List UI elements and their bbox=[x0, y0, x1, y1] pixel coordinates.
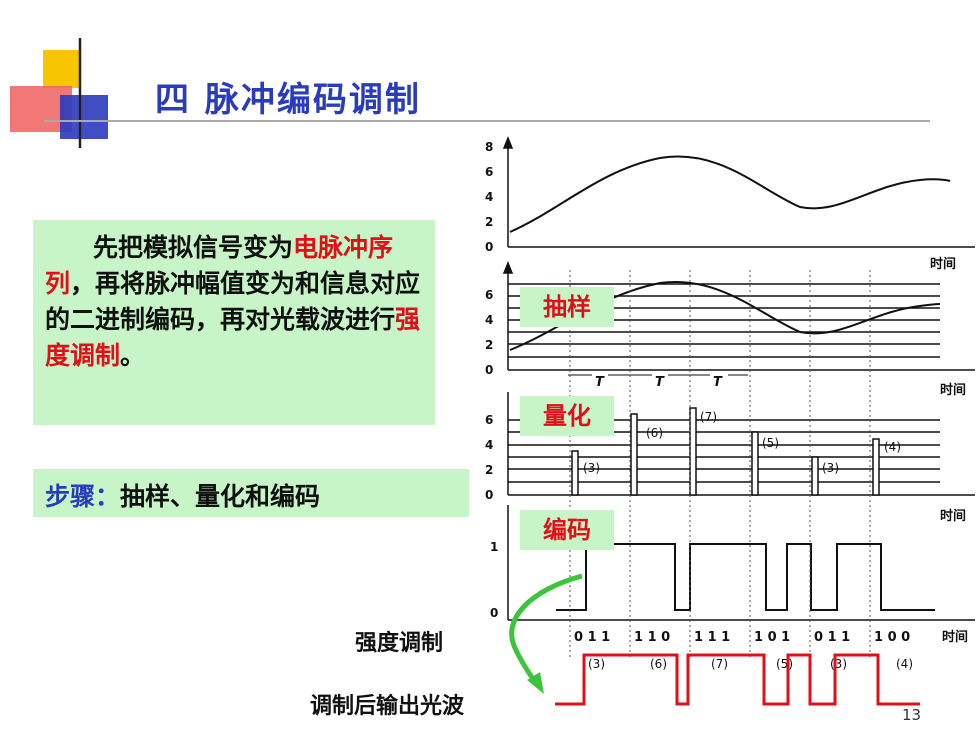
intro-text-2: ，再将脉冲幅值变为和信息对应的二进制编码，再对光载波进行 bbox=[45, 269, 421, 334]
caption-intensity-modulation: 强度调制 bbox=[355, 631, 444, 656]
level-label: (6) bbox=[646, 426, 663, 440]
level-label: (3) bbox=[583, 461, 600, 475]
time-axis-label: 时间 bbox=[940, 508, 966, 524]
steps-label: 步骤： bbox=[45, 482, 121, 511]
quantized-pulse bbox=[630, 413, 638, 496]
quant-tick: 0 bbox=[485, 488, 493, 502]
code-label: (7) bbox=[711, 657, 728, 671]
level-label: (4) bbox=[884, 440, 901, 454]
steps-box: 步骤：抽样、量化和编码 bbox=[33, 469, 469, 517]
code-label: (4) bbox=[896, 657, 913, 671]
top-tick: 0 bbox=[485, 240, 493, 254]
sample-tick: 6 bbox=[485, 288, 493, 302]
intro-highlight-modulation: 强度调制 bbox=[45, 305, 421, 370]
page-number: 13 bbox=[902, 706, 922, 724]
bit-group: 1 1 1 bbox=[694, 630, 730, 645]
period-label: T bbox=[713, 375, 723, 390]
intro-paragraph: 先把模拟信号变为电脉冲序列，再将脉冲幅值变为和信息对应的二进制编码，再对光载波进… bbox=[33, 220, 435, 425]
quant-tick: 2 bbox=[485, 463, 493, 477]
quantized-pulse bbox=[689, 407, 697, 496]
quantized-pulse bbox=[872, 438, 880, 496]
steps-text: 抽样、量化和编码 bbox=[120, 482, 321, 511]
arrow-head-icon bbox=[527, 672, 544, 694]
quantized-pulse bbox=[751, 431, 759, 496]
top-tick: 2 bbox=[485, 215, 493, 229]
period-label: T bbox=[655, 375, 665, 390]
period-label: T bbox=[595, 375, 605, 390]
sample-tick: 2 bbox=[485, 338, 493, 352]
quantized-pulse bbox=[811, 456, 819, 496]
code-label: (6) bbox=[650, 657, 667, 671]
level-label: (7) bbox=[700, 410, 717, 424]
level-label: (3) bbox=[822, 461, 839, 475]
tag-quantize: 量化 bbox=[520, 396, 614, 436]
sample-y-arrow bbox=[502, 260, 514, 274]
sample-tick: 4 bbox=[485, 313, 493, 327]
enc-tick: 0 bbox=[490, 606, 498, 620]
bit-group: 1 0 0 bbox=[874, 630, 910, 645]
code-label: (5) bbox=[776, 657, 793, 671]
bit-group: 0 1 1 bbox=[814, 630, 850, 645]
tag-sampling: 抽样 bbox=[520, 287, 614, 327]
time-axis-label: 时间 bbox=[940, 382, 966, 398]
slide-title: 四 脉冲编码调制 bbox=[155, 80, 421, 120]
sample-tick: 0 bbox=[485, 363, 493, 377]
top-tick: 6 bbox=[485, 165, 493, 179]
code-label: (3) bbox=[588, 657, 605, 671]
blue-square bbox=[60, 95, 108, 139]
corner-decoration bbox=[10, 38, 930, 148]
analog-signal-wave bbox=[509, 155, 951, 233]
caption-output-wave: 调制后输出光波 bbox=[310, 694, 465, 719]
code-label: (3) bbox=[830, 657, 847, 671]
yellow-square bbox=[43, 50, 81, 88]
intro-highlight-pulse: 电脉冲序列 bbox=[45, 233, 394, 298]
intro-text-1: 先把模拟信号变为 bbox=[93, 233, 294, 262]
binary-code-waveform bbox=[556, 543, 935, 611]
quant-tick: 4 bbox=[485, 438, 493, 452]
bit-group: 1 1 0 bbox=[634, 630, 670, 645]
top-tick: 4 bbox=[485, 190, 493, 204]
bit-group: 0 1 1 bbox=[574, 630, 610, 645]
intro-text-3: 。 bbox=[120, 341, 146, 370]
quantized-pulse bbox=[571, 450, 579, 496]
enc-tick: 1 bbox=[490, 540, 498, 554]
optical-output-wave bbox=[555, 653, 920, 706]
modulation-arrow bbox=[509, 573, 583, 688]
bit-group: 1 0 1 bbox=[754, 630, 790, 645]
top-tick: 8 bbox=[485, 140, 493, 154]
time-axis-label: 时间 bbox=[930, 256, 956, 272]
time-axis-label: 时间 bbox=[942, 629, 968, 645]
tag-encode: 编码 bbox=[520, 510, 614, 550]
level-label: (5) bbox=[762, 436, 779, 450]
top-y-arrow bbox=[502, 135, 514, 149]
quant-tick: 6 bbox=[485, 413, 493, 427]
